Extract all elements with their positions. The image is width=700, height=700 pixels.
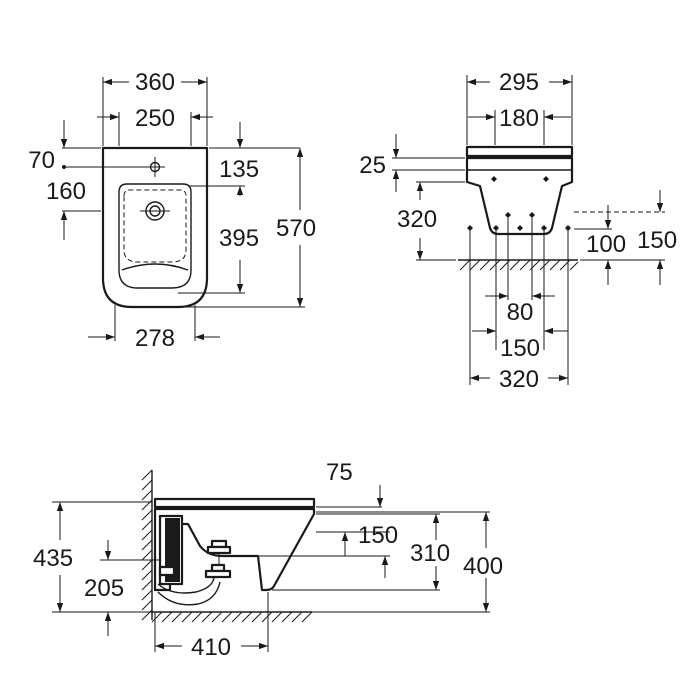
dim-278: 278 xyxy=(135,325,175,352)
front-view: 360 250 70 160 135 395 570 xyxy=(28,69,316,352)
dim-400: 400 xyxy=(463,553,503,580)
dim-395: 395 xyxy=(219,225,259,252)
dim-180: 180 xyxy=(499,105,539,132)
front-view-bowl xyxy=(118,183,192,289)
dim-80: 80 xyxy=(507,299,534,326)
dim-310: 310 xyxy=(410,540,450,567)
top-view: 295 180 25 320 100 150 xyxy=(359,69,677,393)
inlet-fitting xyxy=(204,539,232,579)
dim-435: 435 xyxy=(33,545,73,572)
side-view-lid xyxy=(153,497,316,509)
waste-trap xyxy=(157,577,221,606)
dim-320-spacing: 320 xyxy=(499,366,539,393)
dim-250: 250 xyxy=(135,105,175,132)
dim-25: 25 xyxy=(359,152,386,179)
dim-100: 100 xyxy=(586,231,626,258)
dim-320-vertical: 320 xyxy=(397,206,437,233)
dim-150-spacing: 150 xyxy=(500,335,540,362)
dim-570: 570 xyxy=(276,215,316,242)
fixing-marks xyxy=(467,176,571,231)
dim-295: 295 xyxy=(499,69,539,96)
front-view-bowl-lip xyxy=(121,263,189,271)
dim-75: 75 xyxy=(326,459,353,486)
dim-410: 410 xyxy=(191,634,231,661)
dim-150-side: 150 xyxy=(358,522,398,549)
front-view-bowl-dashed xyxy=(123,189,187,263)
dim-135: 135 xyxy=(219,156,259,183)
dim-160: 160 xyxy=(46,178,86,205)
top-view-lid xyxy=(465,145,574,158)
dim-70: 70 xyxy=(28,147,55,174)
dim-205: 205 xyxy=(84,575,124,602)
dim-360: 360 xyxy=(135,69,175,96)
dim-150-right: 150 xyxy=(637,227,677,254)
side-view: 435 205 410 75 150 310 400 xyxy=(33,459,503,661)
